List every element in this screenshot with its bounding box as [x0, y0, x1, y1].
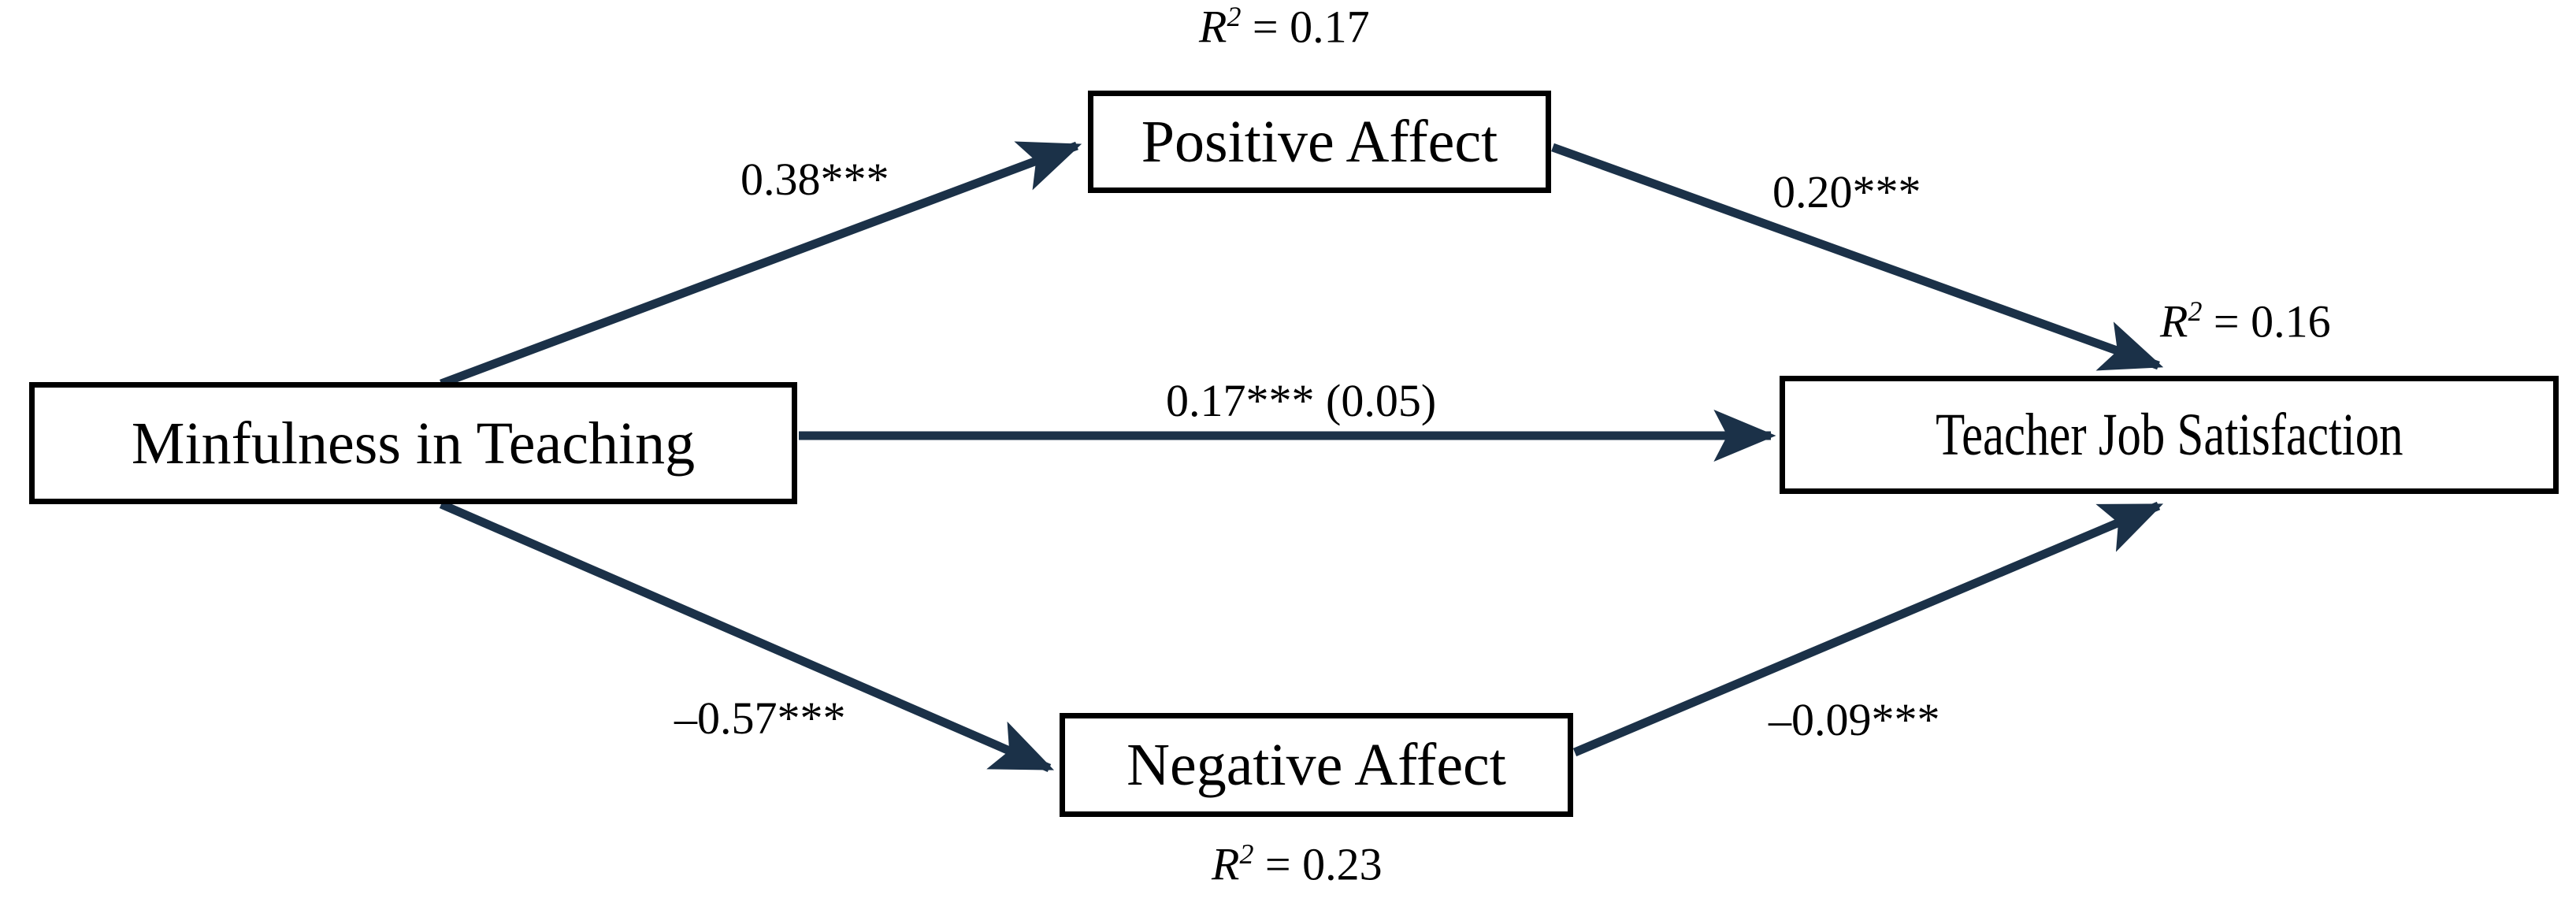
node-positive-affect-label: Positive Affect	[1141, 109, 1498, 175]
r-squared-symbol-outcome: R	[2160, 295, 2188, 347]
r-squared-equals-positive: =	[1241, 1, 1290, 53]
r-squared-value-negative: 0.23	[1302, 838, 1383, 890]
r-squared-exponent-negative: 2	[1239, 838, 1254, 870]
r-squared-exponent-outcome: 2	[2188, 295, 2203, 327]
r-squared-symbol-positive: R	[1199, 1, 1227, 53]
node-teacher-job-satisfaction-label: Teacher Job Satisfaction	[1935, 402, 2403, 468]
r-squared-symbol-negative: R	[1212, 838, 1240, 890]
r-squared-equals-negative: =	[1253, 838, 1303, 890]
r-squared-value-outcome: 0.16	[2251, 295, 2331, 347]
r-squared-positive-affect: R2 = 0.17	[1199, 1, 1370, 53]
r-squared-job-satisfaction: R2 = 0.16	[2160, 295, 2331, 347]
r-squared-equals-outcome: =	[2202, 295, 2251, 347]
node-positive-affect[interactable]: Positive Affect	[1088, 91, 1551, 193]
path-label-positive-affect-to-job-satisfaction: 0.20***	[1772, 166, 1921, 217]
r-squared-exponent-positive: 2	[1227, 1, 1242, 32]
node-mindfulness-in-teaching[interactable]: Minfulness in Teaching	[29, 382, 797, 504]
node-negative-affect-label: Negative Affect	[1127, 732, 1506, 798]
node-teacher-job-satisfaction[interactable]: Teacher Job Satisfaction	[1780, 376, 2559, 494]
node-negative-affect[interactable]: Negative Affect	[1060, 713, 1573, 817]
r-squared-negative-affect: R2 = 0.23	[1212, 838, 1383, 890]
path-label-mindfulness-to-job-satisfaction: 0.17*** (0.05)	[1166, 375, 1437, 426]
path-label-negative-affect-to-job-satisfaction: –0.09***	[1769, 694, 1940, 745]
path-label-mindfulness-to-negative-affect: –0.57***	[674, 692, 846, 744]
r-squared-value-positive: 0.17	[1290, 1, 1370, 53]
path-label-mindfulness-to-positive-affect: 0.38***	[741, 154, 889, 205]
node-mindfulness-in-teaching-label: Minfulness in Teaching	[131, 410, 696, 477]
